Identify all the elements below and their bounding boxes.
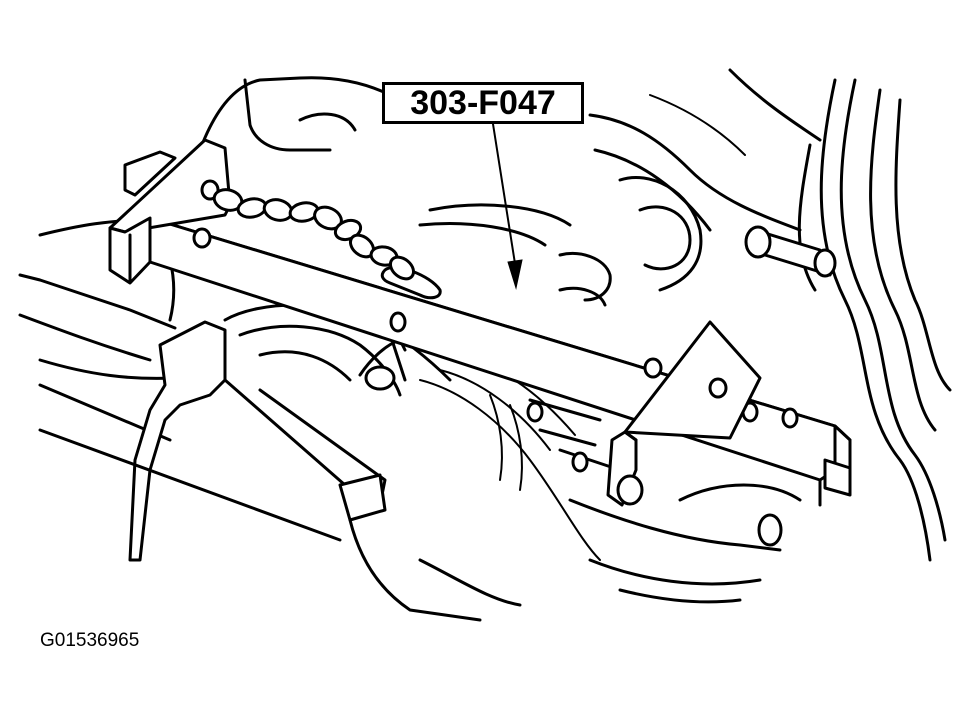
safety-chain — [212, 188, 416, 281]
left-bracket — [108, 138, 232, 285]
tool-callout-box: 303-F047 — [382, 82, 584, 124]
right-bracket — [606, 320, 762, 507]
figure-code: G01536965 — [40, 630, 140, 651]
callout-leader — [492, 123, 523, 290]
tool-number-label: 303-F047 — [410, 83, 556, 122]
